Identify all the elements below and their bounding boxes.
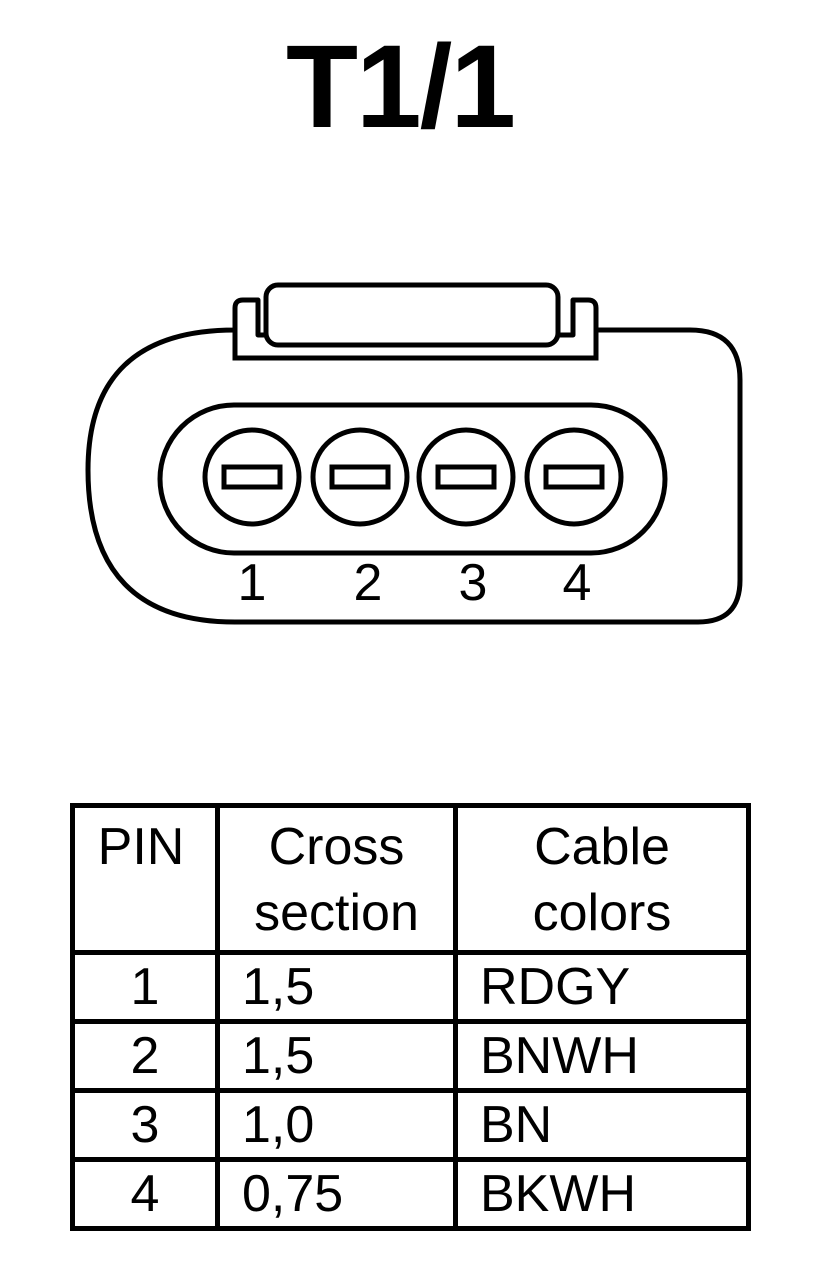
- pin-1-contact: [221, 464, 283, 490]
- pin-label-2: 2: [354, 554, 383, 612]
- cell-cable-color: BN: [453, 1088, 751, 1162]
- connector-housing-outline: [85, 297, 743, 625]
- pin-3-contact: [435, 464, 497, 490]
- pin-2-contact: [329, 464, 391, 490]
- pin-assignment-table: PIN Cross section Cable colors 1 1,5 RDG…: [70, 803, 751, 1231]
- cell-pin: 3: [70, 1088, 220, 1162]
- table-row: 2 1,5 BNWH: [70, 1019, 751, 1093]
- connector-diagram: 1 2 3 4: [85, 282, 743, 625]
- cell-cable-color: BNWH: [453, 1019, 751, 1093]
- header-pin: PIN: [70, 803, 220, 955]
- pin-4-contact: [543, 464, 605, 490]
- cell-pin: 2: [70, 1019, 220, 1093]
- table-row: 4 0,75 BKWH: [70, 1157, 751, 1231]
- cell-pin: 1: [70, 950, 220, 1024]
- cell-cable-color: BKWH: [453, 1157, 751, 1231]
- header-cross-section: Cross section: [215, 803, 458, 955]
- pin-label-3: 3: [459, 554, 488, 612]
- cell-cable-color: RDGY: [453, 950, 751, 1024]
- connector-title: T1/1: [285, 21, 516, 153]
- cell-cross-section: 0,75: [215, 1157, 458, 1231]
- connector-latch-tab: [263, 282, 561, 348]
- header-cable-colors: Cable colors: [453, 803, 751, 955]
- cell-cross-section: 1,5: [215, 950, 458, 1024]
- table-row: 1 1,5 RDGY: [70, 950, 751, 1024]
- cell-cross-section: 1,0: [215, 1088, 458, 1162]
- pin-2-terminal: [310, 427, 410, 527]
- table-header-row: PIN Cross section Cable colors: [70, 803, 751, 955]
- table-row: 3 1,0 BN: [70, 1088, 751, 1162]
- pin-1-terminal: [202, 427, 302, 527]
- connector-latch-channel: [232, 330, 599, 361]
- pin-4-terminal: [524, 427, 624, 527]
- pin-3-terminal: [416, 427, 516, 527]
- connector-pin-cavity: [157, 402, 668, 556]
- pin-label-1: 1: [238, 554, 267, 612]
- pin-label-4: 4: [563, 554, 592, 612]
- cell-pin: 4: [70, 1157, 220, 1231]
- cell-cross-section: 1,5: [215, 1019, 458, 1093]
